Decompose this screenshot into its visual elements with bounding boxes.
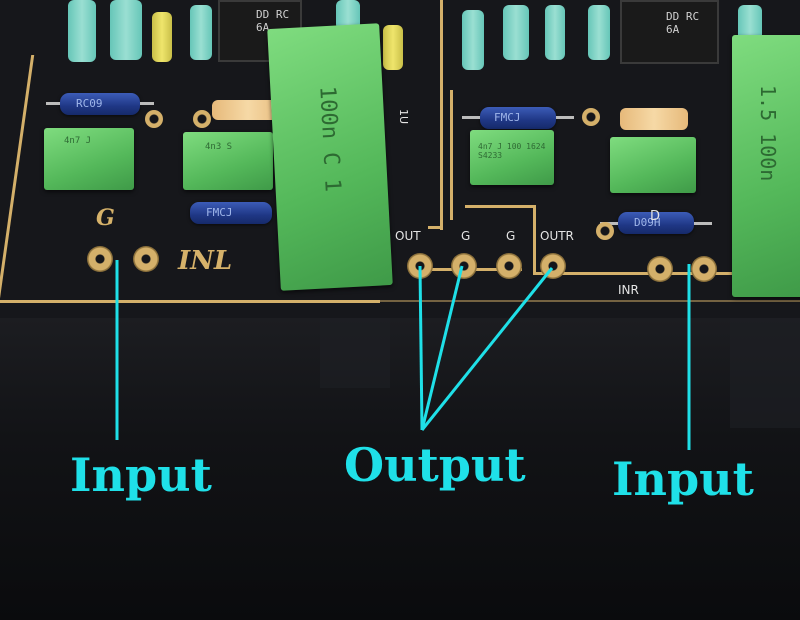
board-edge: [0, 300, 800, 302]
resistor: [545, 5, 565, 60]
capacitor-marking: 1.5 100n: [756, 85, 780, 182]
ic-chip: DD RC 6A: [620, 0, 719, 64]
component-lead: [556, 116, 574, 119]
reflection-shape: [730, 318, 800, 428]
resistor-blue: FMCJ: [190, 202, 272, 224]
label-output: Output: [344, 438, 526, 492]
divider-trace: [440, 0, 443, 230]
capacitor-film: 4n7 J 100 1624 S4233: [470, 130, 554, 185]
silk-inl: INL: [178, 246, 233, 276]
resistor: [68, 0, 96, 62]
component-lead: [140, 102, 154, 105]
resistor: [212, 100, 284, 120]
pointer-output-1: [418, 265, 424, 431]
capacitor-film: 4n3 S: [183, 132, 273, 190]
resistor-marking: RC09: [76, 97, 103, 110]
capacitor-film: [610, 137, 696, 193]
capacitor-marking: 4n7 J: [64, 136, 92, 146]
pointer-output-3: [420, 267, 554, 431]
resistor-marking: FMCJ: [206, 206, 233, 219]
via-pad: [596, 222, 614, 240]
capacitor-film-large: 1.5 100n: [732, 35, 800, 297]
resistor-marking: D09H: [634, 216, 661, 229]
label-input-right: Input: [612, 452, 754, 506]
resistor: [190, 5, 212, 60]
component-lead: [694, 222, 712, 225]
via-pad: [193, 110, 211, 128]
silk-outl: OUT: [395, 229, 421, 243]
silk-inr: INR: [618, 283, 639, 297]
pad-input-left: [133, 246, 159, 272]
reflection-shape: [320, 318, 390, 388]
chip-marking: DD RC 6A: [666, 10, 700, 36]
silk-g2: G: [506, 229, 516, 243]
pcb-reflection: [0, 318, 800, 620]
resistor: [588, 5, 610, 60]
pad-output-g1: [451, 253, 477, 279]
via-pad: [145, 110, 163, 128]
resistor-blue: D09H: [618, 212, 694, 234]
silk-g1: G: [461, 229, 471, 243]
pad-output-right: [540, 253, 566, 279]
resistor: [620, 108, 688, 130]
silk-d: D: [650, 209, 661, 224]
capacitor-marking: 4n3 S: [205, 142, 233, 152]
capacitor-marking: 4n7 J 100 1624 S4233: [478, 142, 546, 160]
pad-input-left-g: [87, 246, 113, 272]
capacitor-film: 4n7 J: [44, 128, 134, 190]
label-input-left: Input: [70, 448, 212, 502]
resistor: [462, 10, 484, 70]
component-lead: [46, 102, 60, 105]
silk-outr: OUTR: [540, 229, 574, 243]
ground-trace: [465, 205, 535, 208]
ground-trace: [533, 205, 536, 275]
resistor-blue: FMCJ: [480, 107, 556, 129]
pad-output-g2: [496, 253, 522, 279]
resistor-blue: RC09: [60, 93, 140, 115]
silk-g-left: G: [96, 205, 115, 231]
pointer-output-2: [420, 265, 464, 431]
resistor: [152, 12, 172, 62]
resistor-marking: FMCJ: [494, 111, 521, 124]
pad-input-right-g: [647, 256, 673, 282]
board-outline-trace: [450, 90, 453, 220]
resistor: [503, 5, 529, 60]
resistor: [110, 0, 142, 60]
chip-marking: DD RC 6A: [256, 8, 290, 34]
divider-trace: [428, 226, 442, 229]
resistor: [383, 25, 403, 70]
via-pad: [582, 108, 600, 126]
component-lead: [462, 116, 480, 119]
pad-input-right: [691, 256, 717, 282]
